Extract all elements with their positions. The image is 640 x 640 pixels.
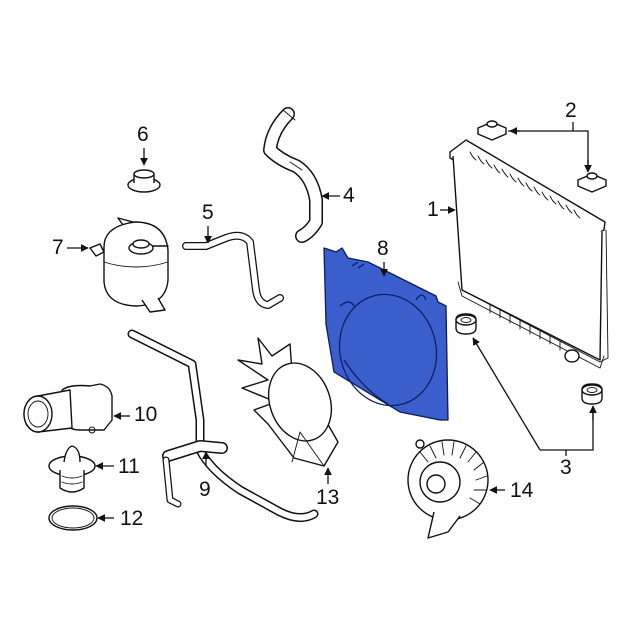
leader-3 xyxy=(540,410,594,451)
part-11-thermostat[interactable] xyxy=(48,445,96,493)
part-3-radiator-mount-lower[interactable] xyxy=(455,313,603,405)
callout-6[interactable]: 6 xyxy=(137,123,149,146)
part-5-hose[interactable] xyxy=(182,231,284,309)
part-10-thermostat-housing[interactable] xyxy=(23,383,113,434)
part-12-gasket[interactable] xyxy=(48,505,98,531)
callout-4[interactable]: 4 xyxy=(343,184,355,207)
part-6-reservoir-cap[interactable] xyxy=(127,169,161,193)
leader-2 xyxy=(508,130,589,170)
callout-1[interactable]: 1 xyxy=(427,198,439,221)
part-1-radiator[interactable] xyxy=(449,139,609,369)
part-9-hose-assembly[interactable] xyxy=(127,329,319,522)
callout-5[interactable]: 5 xyxy=(202,201,214,224)
callout-3[interactable]: 3 xyxy=(560,456,572,479)
callout-9[interactable]: 9 xyxy=(199,478,211,501)
callout-14[interactable]: 14 xyxy=(510,479,534,502)
callout-8[interactable]: 8 xyxy=(377,237,389,260)
callout-7[interactable]: 7 xyxy=(52,236,64,259)
part-2-radiator-mount-upper[interactable] xyxy=(477,120,607,193)
part-7-coolant-reservoir[interactable] xyxy=(89,217,169,313)
part-13-fan-blade[interactable] xyxy=(237,337,342,467)
callout-12[interactable]: 12 xyxy=(120,507,144,530)
part-8-fan-shroud[interactable] xyxy=(323,247,449,421)
callout-11[interactable]: 11 xyxy=(118,455,140,478)
part-14-fan-clutch[interactable] xyxy=(407,439,489,539)
callout-13[interactable]: 13 xyxy=(316,486,340,509)
part-4-radiator-hose[interactable] xyxy=(263,107,323,243)
callout-2[interactable]: 2 xyxy=(565,99,577,122)
callout-10[interactable]: 10 xyxy=(134,403,158,426)
